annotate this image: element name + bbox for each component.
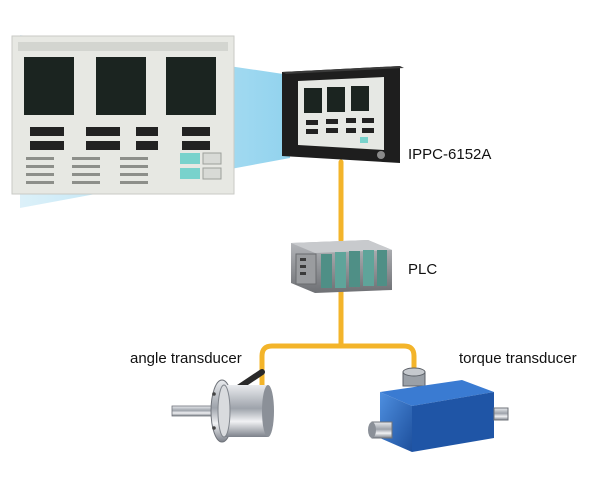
cable-network (259, 159, 417, 401)
torque-transducer-label: torque transducer (459, 350, 577, 367)
plc-rack-icon (291, 240, 392, 293)
angle-transducer-icon (171, 369, 274, 443)
industrial-panel-pc-icon (282, 66, 404, 163)
plc-label: PLC (408, 261, 438, 278)
enlarged-screen-view (11, 35, 235, 195)
torque-transducer-icon (368, 367, 509, 452)
angle-transducer-label: angle transducer (130, 350, 242, 367)
ippc-label: IPPC-6152A (408, 146, 492, 163)
